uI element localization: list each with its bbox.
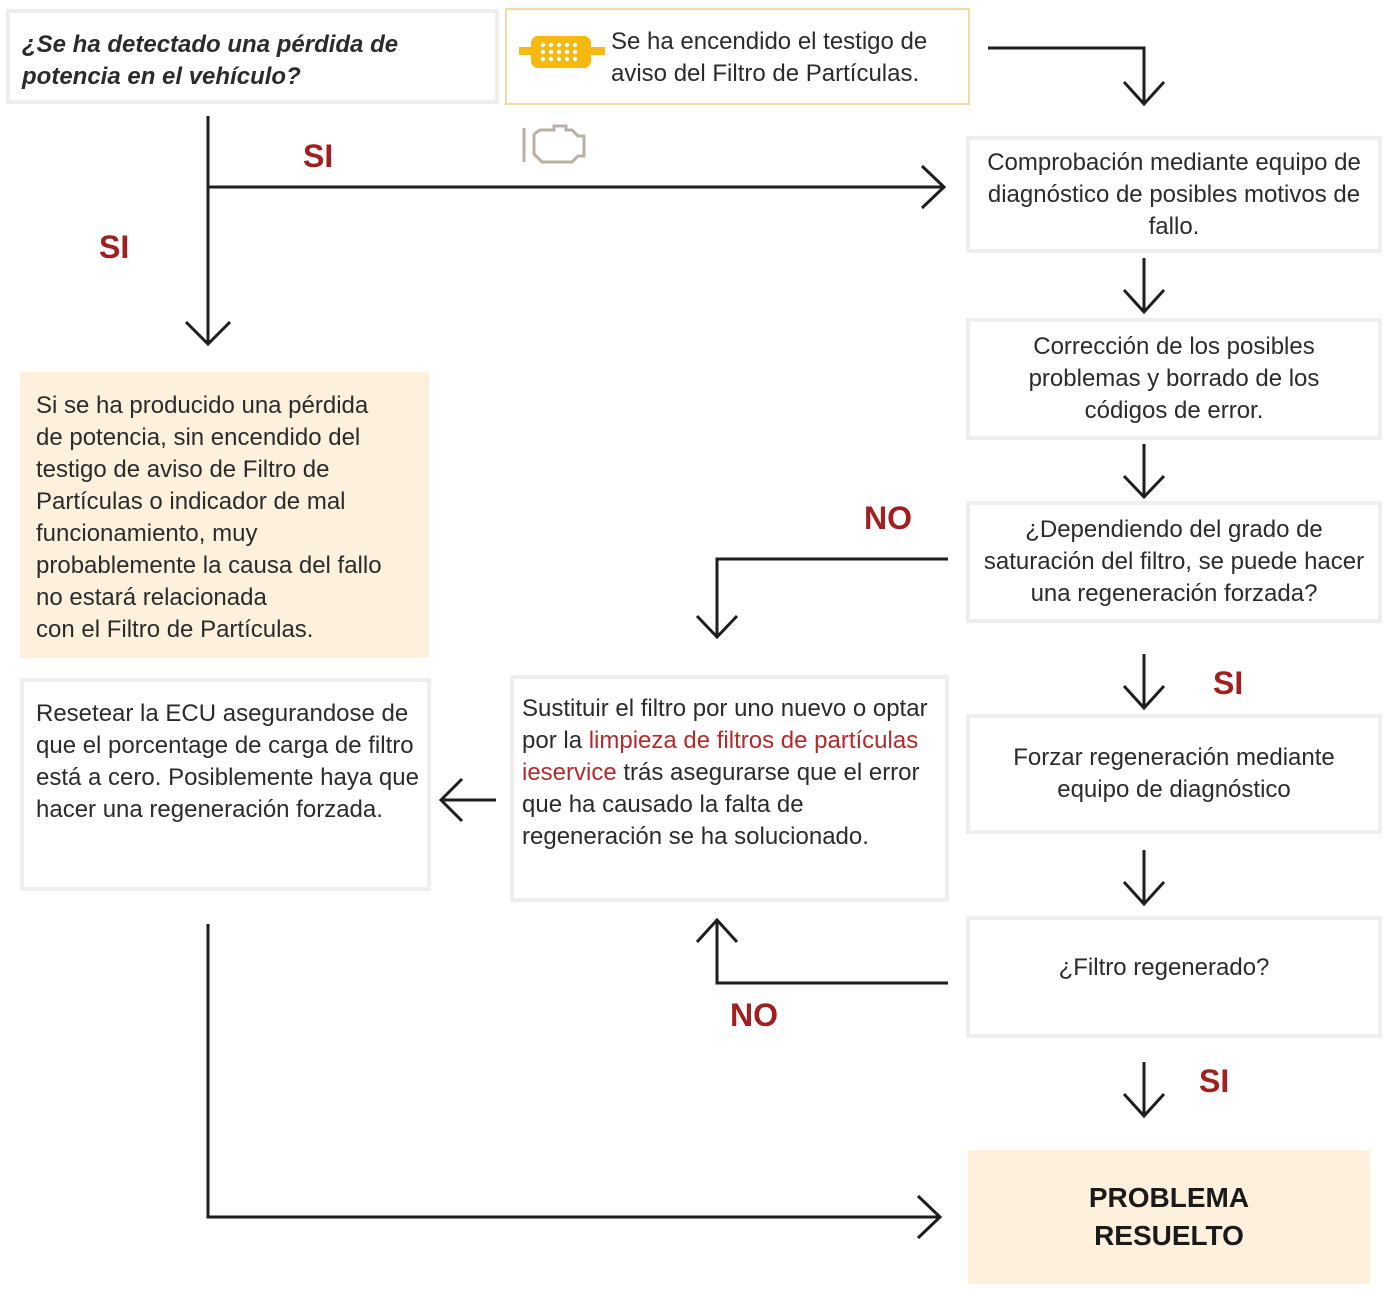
engine-check-icon — [522, 124, 586, 164]
note-line: funcionamiento, muy — [36, 520, 258, 547]
no-warning-note: Si se ha producido una pérdida de potenc… — [20, 372, 429, 658]
result-box: PROBLEMA RESUELTO — [968, 1150, 1370, 1284]
note-line: Si se ha producido una pérdida — [36, 392, 369, 419]
reset-ecu-step: Resetear la ECU asegurandose de que el p… — [20, 678, 431, 891]
si-label-left: SI — [99, 229, 130, 265]
dpf-warning-box: Se ha encendido el testigo de aviso del … — [505, 8, 970, 105]
question-text: ¿Se ha detectado una pérdida de potencia… — [22, 31, 399, 90]
force-regen-text: Forzar regeneración mediante equipo de d… — [1013, 744, 1335, 803]
result-line-2: RESUELTO — [1094, 1220, 1244, 1251]
note-line: Partículas o indicador de mal — [36, 488, 346, 515]
correction-step: Corrección de los posibles problemas y b… — [966, 318, 1382, 440]
note-line: no estará relacionada — [36, 584, 267, 611]
connector-reset-to-result — [206, 924, 940, 1219]
connector-warning-to-diagnostics — [988, 46, 1146, 103]
diagnostics-step: Comprobación mediante equipo de diagnóst… — [966, 136, 1382, 253]
filter-regenerated-text: ¿Filtro regenerado? — [1058, 954, 1270, 981]
filter-regenerated-step: ¿Filtro regenerado? — [966, 916, 1382, 1038]
reset-ecu-text: Resetear la ECU asegurandose de que el p… — [36, 700, 419, 823]
note-line: probablemente la causa del fallo — [36, 552, 382, 579]
note-line: de potencia, sin encendido del — [36, 424, 361, 451]
connector-no-to-replace — [715, 557, 948, 637]
filter-cleaning-link[interactable]: limpieza de filtros de partículas ieserv… — [522, 727, 919, 786]
question-box: ¿Se ha detectado una pérdida de potencia… — [6, 9, 499, 104]
diagnostics-text: Comprobación mediante equipo de diagnóst… — [987, 148, 1361, 240]
regen-question-step: ¿Dependiendo del grado de saturación del… — [966, 501, 1382, 623]
replace-filter-step: Sustituir el filtro por uno nuevo o opta… — [510, 675, 949, 902]
regen-question-text: ¿Dependiendo del grado de saturación del… — [983, 516, 1365, 607]
no-label-mid: NO — [864, 500, 912, 536]
dpf-warning-text: Se ha encendido el testigo de aviso del … — [611, 28, 928, 87]
si-label-final: SI — [1199, 1063, 1230, 1099]
connector-no-to-replace-up — [715, 920, 948, 985]
force-regen-step: Forzar regeneración mediante equipo de d… — [966, 714, 1382, 834]
result-line-1: PROBLEMA — [1088, 1182, 1250, 1213]
si-label-top: SI — [303, 138, 334, 174]
replace-filter-text-before: Sustituir el filtro por uno nuevo o opta… — [522, 695, 928, 754]
no-label-bottom: NO — [730, 997, 778, 1033]
replace-filter-text-after: trás asegurarse que el error que ha caus… — [522, 759, 920, 850]
particulate-filter-icon — [519, 36, 605, 68]
note-line: con el Filtro de Partículas. — [36, 616, 314, 643]
correction-text: Corrección de los posibles problemas y b… — [1028, 333, 1320, 424]
si-label-regen: SI — [1213, 665, 1244, 701]
note-line: testigo de aviso de Filtro de — [36, 456, 330, 483]
